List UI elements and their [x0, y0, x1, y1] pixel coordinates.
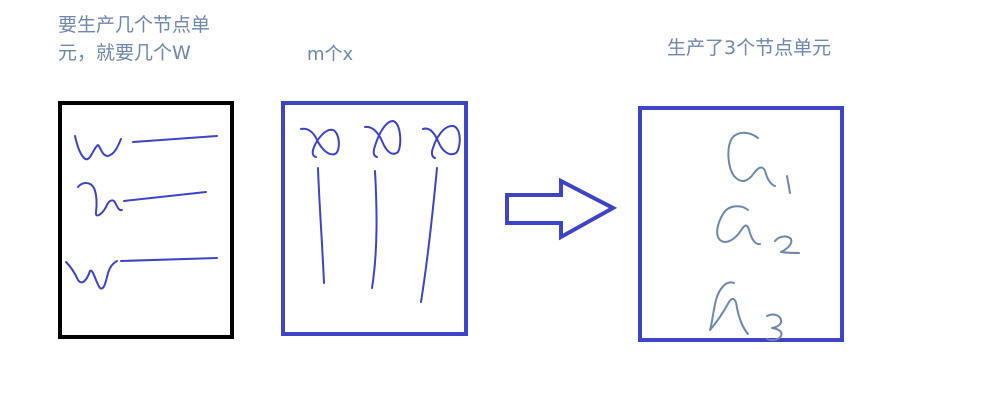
left-annotation: 要生产几个节点单 元，就要几个W: [58, 12, 248, 67]
subscript-2: [774, 235, 800, 254]
right-arrow-icon: [505, 177, 618, 241]
w-line-1: [132, 135, 218, 143]
right-annotation: 生产了3个节点单元: [667, 37, 832, 59]
a3-mark: [709, 281, 749, 335]
a1-mark: [727, 131, 776, 187]
x-line-3: [420, 167, 438, 303]
w-mark-2: [77, 182, 123, 217]
left-annotation-line-1: 要生产几个节点单: [58, 14, 211, 36]
w-line-3: [120, 257, 218, 262]
x-mark-2: [364, 120, 402, 158]
middle-annotation: m个x: [307, 44, 354, 65]
weights-box: [58, 101, 234, 339]
x-line-2: [371, 170, 378, 289]
w-mark-3: [65, 260, 118, 290]
w-mark-1: [74, 135, 122, 161]
a2-mark: [716, 205, 761, 246]
subscript-1: [786, 175, 791, 194]
output-box: [638, 106, 844, 342]
x-mark-1: [300, 127, 340, 158]
x-line-1: [317, 167, 325, 284]
x-mark-3: [422, 124, 461, 159]
inputs-box: [281, 101, 468, 336]
left-annotation-line-2: 元，就要几个W: [58, 41, 191, 64]
subscript-3: [766, 313, 783, 341]
w-line-2: [123, 191, 207, 202]
